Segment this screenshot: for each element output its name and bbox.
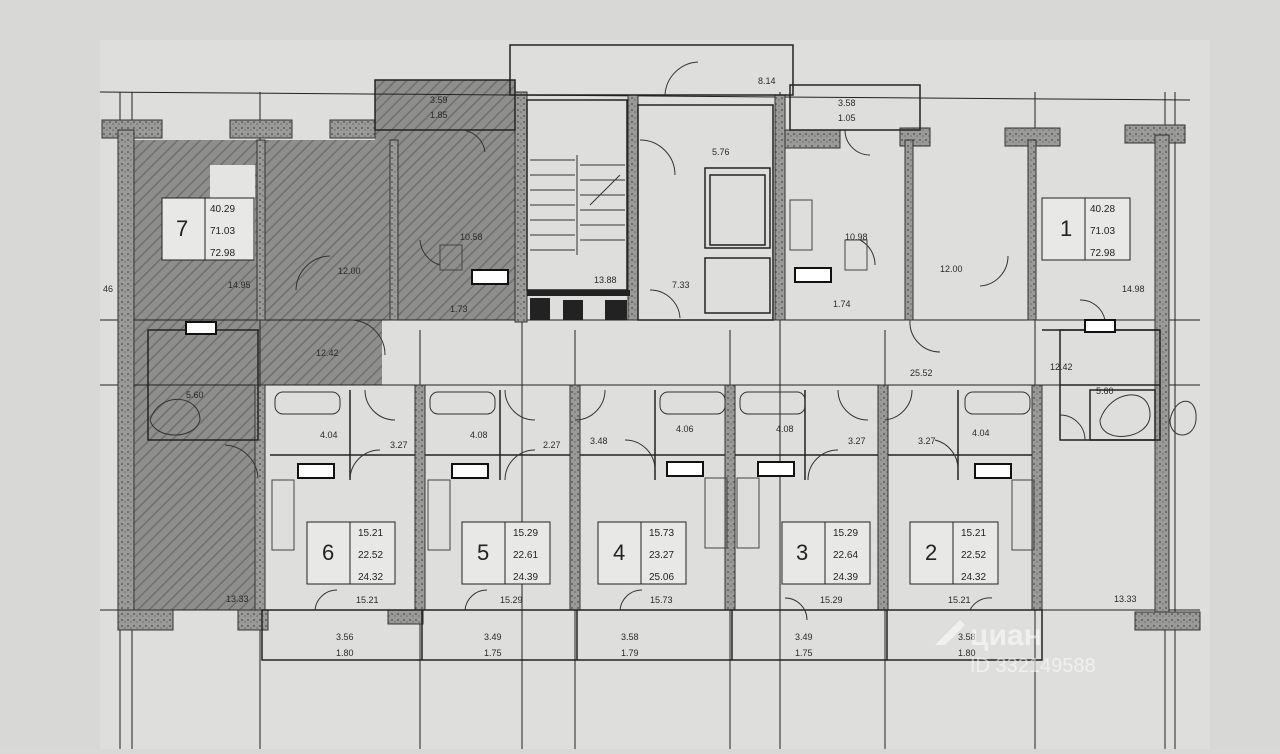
balcony-area: 3.49: [795, 632, 813, 642]
apt-area: 15.29: [513, 528, 538, 539]
apt-area: 15.29: [833, 528, 858, 539]
apt-7-areas: 40.29 71.03 72.98: [210, 204, 235, 259]
balcony-area: 1.75: [795, 648, 813, 658]
room-area: 1.74: [833, 299, 851, 309]
apt-area: 24.32: [358, 572, 383, 583]
balcony-area: 3.49: [484, 632, 502, 642]
balcony-area: 1.79: [621, 648, 639, 658]
apt-6-areas: 15.21 22.52 24.32: [358, 528, 383, 583]
apt-5-number: 5: [477, 540, 489, 565]
balcony-area: 1.80: [336, 648, 354, 658]
bathtubs: [149, 391, 1197, 437]
room-area: 4.08: [470, 430, 488, 440]
apt-area: 22.52: [358, 550, 383, 561]
watermark-brand: циан: [970, 619, 1042, 652]
info-boxes: [161, 197, 1131, 585]
apt-4-number: 4: [613, 540, 625, 565]
stair-base: [527, 290, 630, 320]
apt-2-areas: 15.21 22.52 24.32: [961, 528, 986, 583]
room-area: 3.27: [848, 436, 866, 446]
room-area: 3.27: [918, 436, 936, 446]
lift-lobby-area: 5.76: [712, 147, 730, 157]
room-area: 1.73: [450, 304, 468, 314]
watermark-id: ID 332149588: [970, 655, 1096, 677]
corridor-right-area: 12.42: [1050, 362, 1073, 372]
apt-1-number: 1: [1060, 216, 1072, 241]
apt-5-areas: 15.29 22.61 24.39: [513, 528, 538, 583]
stairs: [530, 155, 625, 255]
apt-area: 22.61: [513, 550, 538, 561]
apt-4-areas: 15.73 23.27 25.06: [649, 528, 674, 583]
hall-area: 7.33: [672, 280, 690, 290]
apt-1-areas: 40.28 71.03 72.98: [1090, 204, 1115, 259]
apt-area: 72.98: [1090, 248, 1115, 259]
apt-area: 40.28: [1090, 204, 1115, 215]
room-area: 15.29: [500, 595, 523, 605]
bath-area: 5.60: [186, 390, 204, 400]
apt-2-number: 2: [925, 540, 937, 565]
loggia-area: 1.85: [430, 110, 448, 120]
apt-area: 24.39: [513, 572, 538, 583]
apt-area: 71.03: [210, 226, 235, 237]
kitchen-counters: [271, 199, 1035, 551]
watermark-logo-icon: [935, 620, 965, 645]
room-area: 4.04: [972, 428, 990, 438]
room-area: 15.73: [650, 595, 673, 605]
room-area: 13.33: [1114, 594, 1137, 604]
apt-3-areas: 15.29 22.64 24.39: [833, 528, 858, 583]
room-area: 13.33: [226, 594, 249, 604]
apt-area: 15.73: [649, 528, 674, 539]
apt-area: 22.52: [961, 550, 986, 561]
loggia-area: 1.05: [838, 113, 856, 123]
room-area: 4.08: [776, 424, 794, 434]
room-area: 15.21: [356, 595, 379, 605]
room-area: 12.00: [338, 266, 361, 276]
entrance-area: 8.14: [758, 76, 776, 86]
room-area: 14.98: [1122, 284, 1145, 294]
loggia-area: 3.58: [838, 98, 856, 108]
apt-3-number: 3: [796, 540, 808, 565]
corridor-right2-area: 25.52: [910, 368, 933, 378]
apt-area: 72.98: [210, 248, 235, 259]
room-area: 10.58: [460, 232, 483, 242]
loggia-area: 3.59: [430, 95, 448, 105]
room-area: 10.98: [845, 232, 868, 242]
room-area: 3.27: [390, 440, 408, 450]
apt-area: 15.21: [961, 528, 986, 539]
radiators: [185, 267, 1116, 479]
apt-area: 22.64: [833, 550, 858, 561]
room-area: 2.27: [543, 440, 561, 450]
apt-area: 15.21: [358, 528, 383, 539]
bath-area: 5.60: [1096, 386, 1114, 396]
apt-area: 23.27: [649, 550, 674, 561]
room-area: 15.21: [948, 595, 971, 605]
room-area: 14.95: [228, 280, 251, 290]
corridor-left-area: 12.42: [316, 348, 339, 358]
apt-area: 24.39: [833, 572, 858, 583]
apt-area: 71.03: [1090, 226, 1115, 237]
balcony-area: 1.75: [484, 648, 502, 658]
balcony-area: 3.56: [336, 632, 354, 642]
room-area: 4.04: [320, 430, 338, 440]
walls: [101, 91, 1201, 631]
balcony-area: 3.58: [621, 632, 639, 642]
apt-7-number: 7: [176, 216, 188, 241]
apt-6-number: 6: [322, 540, 334, 565]
apt-area: 24.32: [961, 572, 986, 583]
stair-area: 13.88: [594, 275, 617, 285]
interior-walls: [147, 44, 1161, 661]
edge-label: 46: [103, 284, 113, 294]
room-area: 12.00: [940, 264, 963, 274]
room-area: 15.29: [820, 595, 843, 605]
balcony-area: 1.80: [958, 648, 976, 658]
apt-area: 25.06: [649, 572, 674, 583]
apt-area: 40.29: [210, 204, 235, 215]
cian-watermark: циан ID 332149588: [935, 619, 1096, 677]
room-area: 4.06: [676, 424, 694, 434]
balcony-area: 3.58: [958, 632, 976, 642]
door-swings: [224, 61, 1106, 621]
room-area: 3.48: [590, 436, 608, 446]
